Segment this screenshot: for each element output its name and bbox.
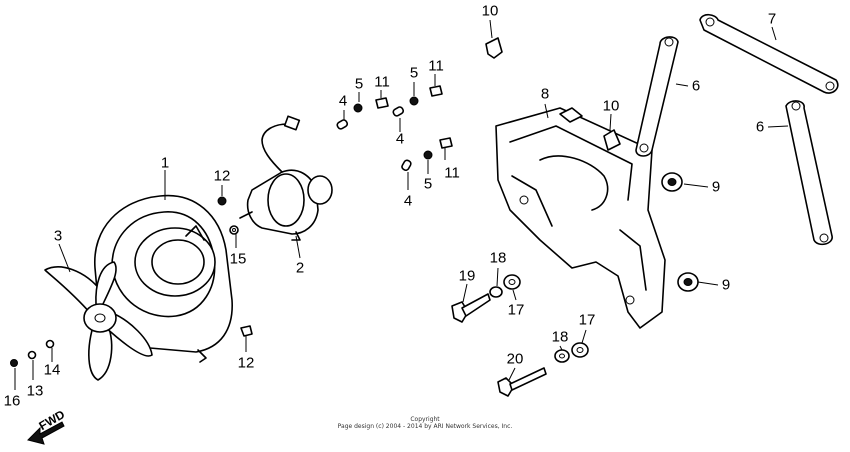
copyright-notice: Copyright Page design (c) 2004 - 2014 by… [338,416,513,430]
clips [485,37,621,151]
fan-blade [44,261,153,381]
part-label-3: 3 [53,227,63,245]
fan-motor [239,115,333,241]
part-label-19: 19 [458,267,476,285]
part-label-13: 13 [26,382,44,400]
rubber-mounts [661,172,699,292]
part-label-16: 16 [3,392,21,410]
part-label-15: 15 [229,250,247,268]
part-label-4: 4 [395,130,405,148]
part-label-11: 11 [374,73,390,91]
part-label-5: 5 [354,75,364,93]
forward-arrow-icon [27,421,65,445]
part-label-10: 10 [602,97,620,115]
part-label-7: 7 [767,10,777,28]
part-label-14: 14 [43,361,61,379]
part-label-4: 4 [338,92,348,110]
part-label-20: 20 [506,350,524,368]
part-label-18: 18 [551,328,569,346]
part-label-5: 5 [409,64,419,82]
part-label-6: 6 [755,118,765,136]
stay-lower [785,100,833,246]
stay-upper [635,36,679,157]
part-label-5: 5 [423,175,433,193]
part-label-9: 9 [711,178,721,196]
part-label-8: 8 [540,85,550,103]
part-label-18: 18 [489,249,507,267]
leader-lines [14,19,789,390]
part-label-4: 4 [403,192,413,210]
part-label-6: 6 [691,77,701,95]
part-label-10: 10 [481,2,499,20]
part-label-1: 1 [160,154,170,172]
bolts-washers [451,274,589,397]
mounting-bracket [495,107,666,329]
part-label-12: 12 [237,354,255,372]
stay-bar [699,13,839,94]
part-label-9: 9 [721,276,731,294]
part-label-11: 11 [444,164,460,182]
copyright-line-1: Copyright [410,416,440,423]
part-label-2: 2 [295,259,305,277]
copyright-line-2: Page design (c) 2004 - 2014 by ARI Netwo… [337,423,513,431]
fan-shroud [94,194,233,363]
part-label-11: 11 [428,57,444,75]
fasteners-left [10,196,253,367]
part-label-12: 12 [213,167,231,185]
small-hardware [336,85,453,172]
part-label-17: 17 [507,301,525,319]
part-label-17: 17 [578,311,596,329]
